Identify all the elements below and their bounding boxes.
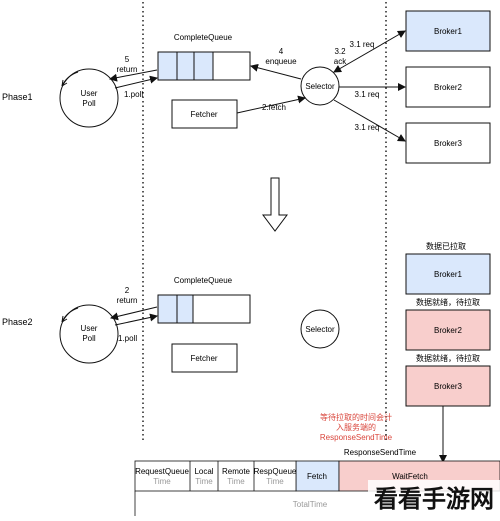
timeline-seg-respqueue: RespQueue <box>254 467 297 476</box>
phase1-req1-text: 3.1 req <box>350 40 375 49</box>
phase1-ack-word: ack <box>334 57 347 66</box>
phase1-return-arrow <box>109 69 158 82</box>
phase1-ack-num: 3.2 <box>334 47 346 56</box>
phase1-req3-text: 3.1 req <box>355 123 380 132</box>
timeline-seg-local: Local <box>194 467 213 476</box>
phase2-broker2 <box>405 309 491 351</box>
phase1-user-poll: User Poll <box>59 68 119 128</box>
phase2-fetcher <box>171 343 238 373</box>
phase1-enqueue-word: enqueue <box>265 57 297 66</box>
phase2-label: Phase2 <box>2 317 33 327</box>
phase1-req2-text: 3.1 req <box>355 90 380 99</box>
timeline-seg-fetch: Fetch <box>307 472 327 481</box>
phase2-return-word: return <box>117 296 138 305</box>
phase1-broker3-label: Broker3 <box>434 139 463 148</box>
phase2-broker3-note: 数据就绪，待拉取 <box>416 353 480 363</box>
timeline-seg-respqueue-sub: Time <box>266 477 284 486</box>
phase1-return-num: 5 <box>125 55 130 64</box>
phase2-broker3 <box>405 365 491 407</box>
phase1-label: Phase1 <box>2 92 33 102</box>
phase1-broker2-label: Broker2 <box>434 83 463 92</box>
phase1-fetch-arrow <box>236 95 306 114</box>
phase2-broker1 <box>405 253 491 295</box>
phase2-broker3-label: Broker3 <box>434 382 463 391</box>
watermark: 看看手游网 <box>368 480 500 516</box>
phase2-return-arrow <box>110 306 158 321</box>
phase1-return-word: return <box>117 65 138 74</box>
phase2-poll-arrow <box>114 313 158 326</box>
phase1-fetcher <box>171 99 238 129</box>
timeline-seg-waitfetch: WaitFetch <box>392 472 428 481</box>
phase1-enqueue-arrow <box>250 63 302 80</box>
phase1-selector-label: Selector <box>305 82 335 91</box>
phase2-broker2-label: Broker2 <box>434 326 463 335</box>
phase2-broker1-note: 数据已拉取 <box>426 241 466 251</box>
phase2-complete-queue-title: CompleteQueue <box>174 276 233 285</box>
transition-arrow <box>262 177 288 232</box>
phase1-broker3 <box>405 122 491 164</box>
timeline-seg-requestqueue-sub: Time <box>153 477 171 486</box>
phase2-poll-text: 1.poll <box>118 334 137 343</box>
phase1-enqueue-num: 4 <box>279 47 284 56</box>
phase1-poll-text: 1.poll <box>124 90 143 99</box>
wait-annotation-line1: 等待拉取的时间会计 <box>320 412 392 422</box>
wait-annotation-line2: 入服务端的 <box>336 422 376 432</box>
wait-annotation-line3: ResponseSendTime <box>320 433 393 442</box>
phase1-user-label: User <box>81 89 98 98</box>
phase1-broker1 <box>405 10 491 52</box>
phase1-req1-arrow <box>333 30 406 73</box>
timeline-title: ResponseSendTime <box>344 448 417 457</box>
phase1-fetcher-label: Fetcher <box>190 110 217 119</box>
timeline-seg-remote: Remote <box>222 467 251 476</box>
phase1-req3-arrow <box>333 99 406 142</box>
timeline-seg-requestqueue: RequestQueue <box>135 467 189 476</box>
phase2-broker1-label: Broker1 <box>434 270 463 279</box>
phase2-selector-label: Selector <box>305 325 335 334</box>
phase2-fetcher-label: Fetcher <box>190 354 217 363</box>
timeline-total: TotalTime <box>293 500 328 509</box>
phase1-poll-arrow <box>114 75 158 89</box>
phase2-broker2-note: 数据就绪，待拉取 <box>416 297 480 307</box>
timeline-seg-local-sub: Time <box>195 477 213 486</box>
phase2-selector <box>300 309 340 349</box>
watermark-text: 看看手游网 <box>374 485 494 513</box>
phase1-fetch-text: 2.fetch <box>262 103 286 112</box>
phase2-user-poll: User Poll <box>59 304 119 364</box>
phase1-broker1-label: Broker1 <box>434 27 463 36</box>
phase1-complete-queue-title: CompleteQueue <box>174 33 233 42</box>
phase2-poll-label: Poll <box>82 334 96 343</box>
phase2-user-label: User <box>81 324 98 333</box>
phase2-return-num: 2 <box>125 286 130 295</box>
phase1-selector <box>300 66 340 106</box>
phase2-complete-queue <box>157 294 251 324</box>
timeline-seg-remote-sub: Time <box>227 477 245 486</box>
phase1-broker2 <box>405 66 491 108</box>
phase1-poll-label: Poll <box>82 99 96 108</box>
phase1-complete-queue <box>157 51 251 81</box>
